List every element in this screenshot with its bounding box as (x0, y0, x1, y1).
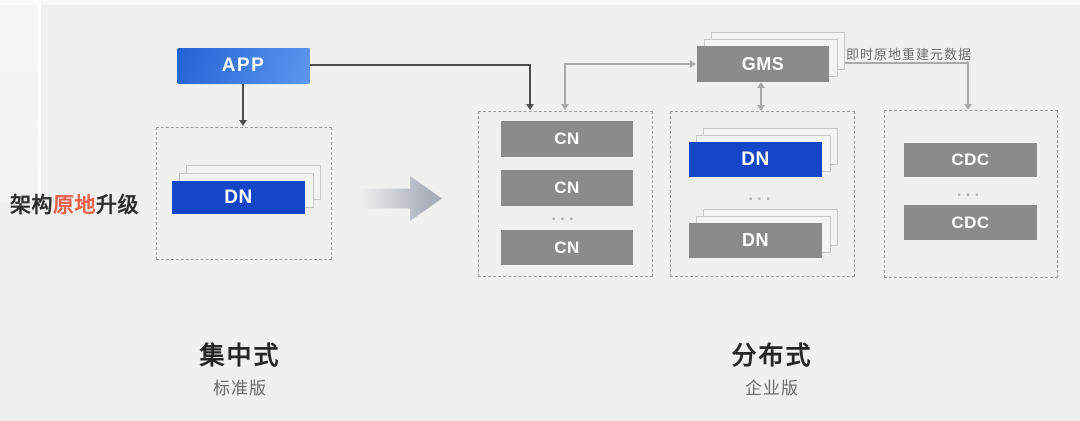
side-caption-highlight: 原地 (53, 194, 96, 217)
arrowhead-gms-cdc-down (964, 104, 972, 110)
distributed-subtitle: 企业版 (745, 379, 799, 398)
dn-primary-node: DN (689, 142, 822, 177)
background-highlight-panel (0, 0, 41, 202)
gms-note-label: 即时原地重建元数据 (846, 47, 973, 62)
side-caption: 架构原地升级 (10, 189, 139, 219)
side-caption-suffix: 升级 (96, 194, 139, 217)
gms-node: GMS (697, 46, 829, 82)
connector-app-cn-vertical (529, 64, 531, 105)
cn-group-frame (478, 111, 653, 277)
cn-node-2: CN (501, 170, 633, 206)
arrowhead-gms-dn-down (757, 105, 765, 111)
arrowhead-cn-gms-right (690, 60, 696, 68)
connector-cn-gms-horizontal (564, 63, 691, 65)
connector-gms-cdc-vertical (967, 62, 969, 105)
connector-app-dn (242, 84, 244, 121)
connector-app-cn-horizontal (310, 64, 531, 66)
centralized-title: 集中式 (199, 342, 281, 370)
cdc-ellipsis: ... (956, 181, 984, 200)
dn-ellipsis: ... (748, 185, 775, 204)
side-caption-prefix: 架构 (10, 194, 53, 217)
cdc-node-2: CDC (904, 205, 1037, 240)
centralized-subtitle: 标准版 (213, 379, 267, 398)
arrowhead-app-dn (239, 120, 247, 126)
transition-arrow-icon (358, 176, 442, 221)
cn-ellipsis: ... (551, 205, 578, 224)
dn-group-frame (670, 111, 855, 277)
dn-secondary-node: DN (689, 223, 822, 258)
connector-cn-gms-vertical (564, 63, 566, 105)
cdc-group-frame (884, 110, 1058, 278)
connector-gms-dn (760, 87, 762, 106)
centralized-group-frame (156, 127, 332, 260)
cn-node-1: CN (501, 121, 633, 157)
arrowhead-app-cn (526, 104, 534, 110)
cn-node-3: CN (501, 230, 633, 265)
connector-gms-cdc-horizontal (834, 62, 969, 64)
centralized-dn-node: DN (172, 181, 305, 214)
cdc-node-1: CDC (904, 143, 1037, 177)
distributed-title: 分布式 (731, 342, 813, 370)
app-node: APP (177, 48, 310, 84)
arrowhead-cn-gms-down (561, 104, 569, 110)
arrowhead-gms-dn-up (757, 82, 765, 88)
background-highlight-stripe (0, 0, 1080, 5)
